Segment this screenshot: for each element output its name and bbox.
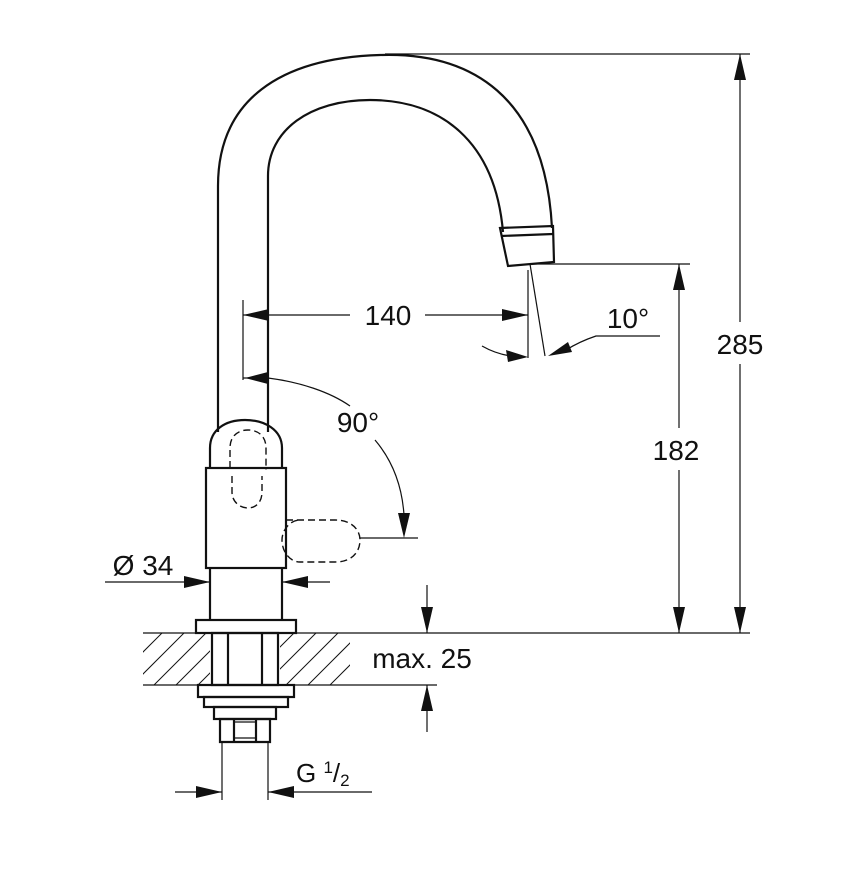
thread-separator: / <box>333 758 341 788</box>
spout-angle-label: 10° <box>607 303 649 334</box>
swivel-joint <box>208 418 284 468</box>
base-rosette <box>194 618 298 635</box>
thread-label: G 1/2 <box>296 758 350 790</box>
thread-denominator: 2 <box>340 771 349 790</box>
spout-inner <box>266 98 505 432</box>
dimension-spout-height: 182 <box>530 263 718 633</box>
dimension-total-height: 285 <box>385 53 780 633</box>
thread-numerator: 1 <box>323 758 332 777</box>
thread-main: G <box>296 758 323 788</box>
mounting-nut <box>202 695 290 709</box>
spout-height-label: 182 <box>653 435 700 466</box>
spout-outer <box>216 53 554 432</box>
max-thickness-label: max. 25 <box>372 643 472 674</box>
dimension-thread: G 1/2 <box>175 742 372 800</box>
dimension-swivel-angle: 90° <box>243 372 418 539</box>
base-diameter-label: Ø 34 <box>113 550 174 581</box>
dimension-spout-reach: 140 <box>242 270 529 380</box>
connection-nut <box>218 717 272 744</box>
handle-position-up <box>229 429 267 470</box>
mounting-washer <box>196 683 296 699</box>
faucet <box>194 53 556 744</box>
countertop <box>143 632 750 686</box>
aerator <box>498 224 556 268</box>
dimension-max-thickness: max. 25 <box>372 585 472 732</box>
dimension-spout-angle: 10° <box>481 263 660 362</box>
swivel-angle-label: 90° <box>337 407 379 438</box>
spout-reach-label: 140 <box>365 300 412 331</box>
faucet-body <box>204 466 288 570</box>
handle-position-side <box>281 519 361 563</box>
total-height-label: 285 <box>717 329 764 360</box>
dimension-base-diameter: Ø 34 <box>105 550 330 588</box>
